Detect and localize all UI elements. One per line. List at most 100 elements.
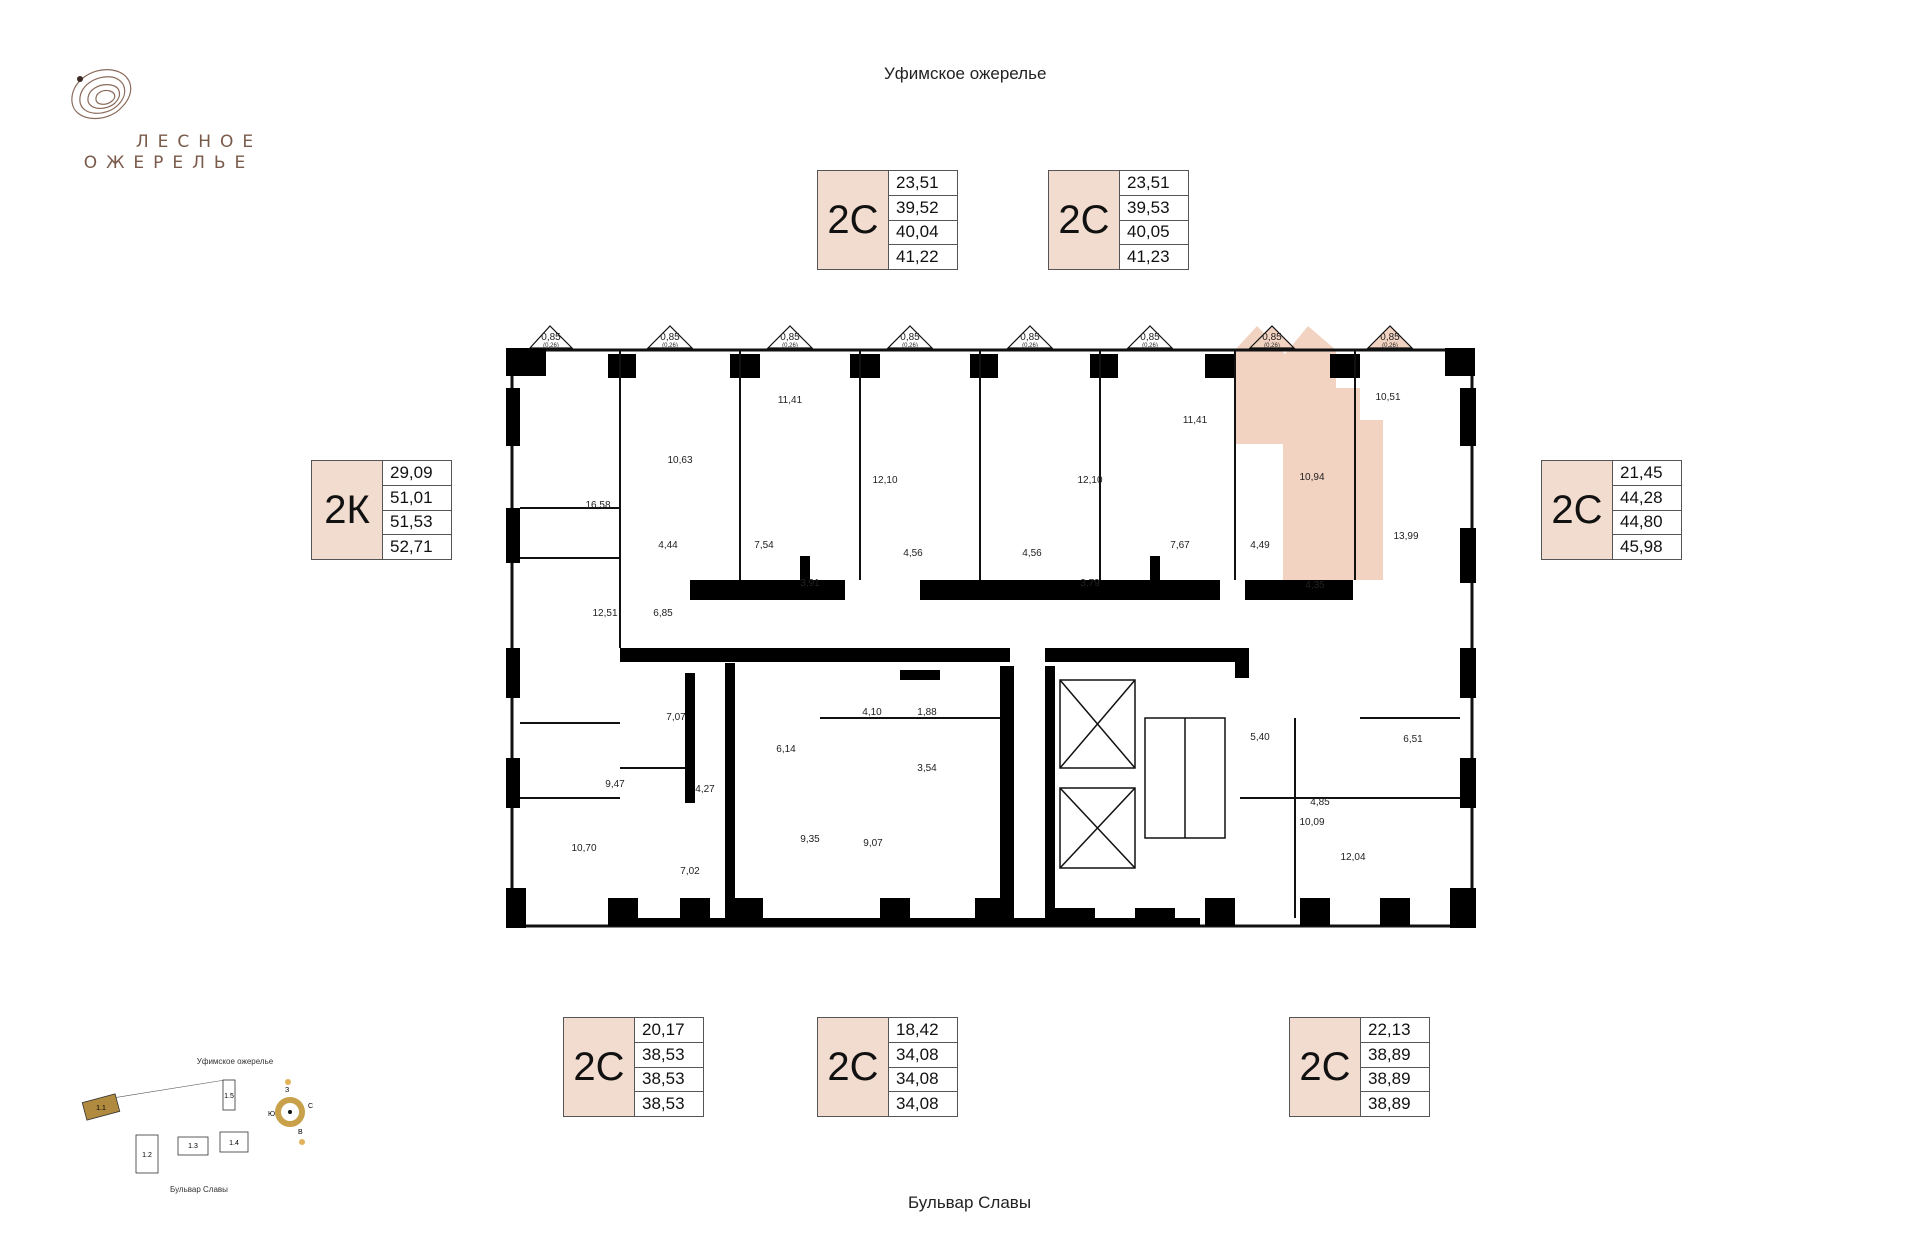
room-area: 7,67 — [1170, 540, 1190, 551]
minimap-section: 1.1 — [96, 1105, 106, 1112]
site-minimap-drawing: Уфимское ожерелье 1.1 1.2 1.3 1.4 1.5 Бу… — [81, 1057, 313, 1194]
area-value: 44,28 — [1613, 486, 1681, 511]
room-area: 4,35 — [1305, 580, 1325, 591]
minimap-section: 1.2 — [142, 1152, 152, 1159]
room-area: 3,79 — [1080, 578, 1100, 589]
area-value: 20,17 — [635, 1018, 703, 1043]
room-area: 12,10 — [872, 475, 897, 486]
room-area: 6,85 — [653, 608, 673, 619]
apartment-card-bottom-1[interactable]: 2С 20,17 38,53 38,53 38,53 — [563, 1017, 704, 1117]
street-top-label: Уфимское ожерелье — [884, 64, 1047, 83]
compass-west: З — [285, 1087, 289, 1094]
apartment-type: 2С — [1048, 170, 1120, 270]
room-area: 10,70 — [571, 843, 596, 854]
compass-south: Ю — [268, 1111, 275, 1118]
room-area: 10,63 — [667, 455, 692, 466]
area-value: 34,08 — [889, 1068, 957, 1093]
balcony-sub: (0,26) — [662, 343, 678, 349]
room-area: 4,44 — [658, 540, 678, 551]
area-value: 44,80 — [1613, 511, 1681, 536]
room-area: 6,14 — [776, 744, 796, 755]
balcony-area: 0,85 — [900, 332, 920, 343]
apartment-card-top-left[interactable]: 2С 23,51 39,52 40,04 41,22 — [817, 170, 958, 270]
area-value: 23,51 — [1120, 171, 1188, 196]
balcony-sub: (0,26) — [902, 343, 918, 349]
area-value: 23,51 — [889, 171, 957, 196]
area-value: 41,22 — [896, 247, 939, 267]
apartment-type: 2К — [311, 460, 383, 560]
room-area: 10,94 — [1299, 472, 1324, 483]
room-area: 4,85 — [1310, 797, 1330, 808]
area-value: 52,71 — [390, 537, 433, 557]
area-value: 41,23 — [1127, 247, 1170, 267]
apartment-card-right[interactable]: 2С 21,45 44,28 44,80 45,98 — [1541, 460, 1682, 560]
minimap-section: 1.3 — [188, 1143, 198, 1150]
room-area: 16,58 — [585, 500, 610, 511]
room-area: 7,07 — [666, 712, 686, 723]
area-value: 29,09 — [383, 461, 451, 486]
apartment-card-top-right[interactable]: 2С 23,51 39,53 40,05 41,23 — [1048, 170, 1189, 270]
balconies — [528, 325, 1414, 349]
area-value: 39,53 — [1120, 196, 1188, 221]
room-area: 11,41 — [1183, 415, 1208, 426]
area-value: 38,53 — [635, 1068, 703, 1093]
floor-plan: 16,58 10,63 11,41 12,10 12,10 11,41 10,9… — [500, 318, 1480, 940]
room-area: 9,47 — [605, 779, 625, 790]
balcony-sub: (0,26) — [543, 343, 559, 349]
highlighted-apartment[interactable] — [1235, 326, 1383, 600]
balcony-sub: (0,26) — [1264, 343, 1280, 349]
brand-line2: ОЖЕРЕЛЬЕ — [83, 153, 255, 173]
area-value: 45,98 — [1620, 537, 1663, 557]
room-area: 3,91 — [800, 578, 820, 589]
apartment-card-bottom-2[interactable]: 2С 18,42 34,08 34,08 34,08 — [817, 1017, 958, 1117]
room-area: 10,09 — [1299, 817, 1324, 828]
apartment-type: 2С — [1289, 1017, 1361, 1117]
balcony-area: 0,85 — [1140, 332, 1160, 343]
room-area: 7,54 — [754, 540, 774, 551]
apartment-card-left[interactable]: 2К 29,09 51,01 51,53 52,71 — [311, 460, 452, 560]
balcony-area: 0,85 — [541, 332, 561, 343]
room-area: 9,07 — [863, 838, 883, 849]
apartment-type: 2С — [817, 1017, 889, 1117]
area-value: 40,04 — [889, 221, 957, 246]
brand-logo: ЛЕСНОЕ ОЖЕРЕЛЬЕ — [62, 62, 292, 182]
area-value: 38,53 — [635, 1043, 703, 1068]
room-area: 11,41 — [778, 395, 803, 406]
room-area: 7,02 — [680, 866, 700, 877]
balcony-area: 0,85 — [1262, 332, 1282, 343]
area-value: 34,08 — [896, 1094, 939, 1114]
area-value: 34,08 — [889, 1043, 957, 1068]
apartment-type: 2С — [1541, 460, 1613, 560]
room-area: 4,49 — [1250, 540, 1270, 551]
room-area: 1,88 — [917, 707, 937, 718]
room-area: 12,04 — [1340, 852, 1365, 863]
room-area: 3,54 — [917, 763, 937, 774]
area-value: 21,45 — [1613, 461, 1681, 486]
balcony-area: 0,85 — [1380, 332, 1400, 343]
minimap-section: 1.4 — [229, 1140, 239, 1147]
area-value: 40,05 — [1120, 221, 1188, 246]
room-area: 13,99 — [1393, 531, 1418, 542]
balcony-sub: (0,26) — [782, 343, 798, 349]
area-value: 51,01 — [383, 486, 451, 511]
compass-icon: З Ю С В — [268, 1079, 313, 1145]
compass-north: С — [308, 1103, 313, 1110]
area-value: 51,53 — [383, 511, 451, 536]
room-area: 9,35 — [800, 834, 820, 845]
minimap-section: 1.5 — [224, 1093, 234, 1100]
apartment-card-bottom-3[interactable]: 2С 22,13 38,89 38,89 38,89 — [1289, 1017, 1430, 1117]
area-value: 18,42 — [889, 1018, 957, 1043]
room-area: 4,10 — [862, 707, 882, 718]
room-area: 4,56 — [1022, 548, 1042, 559]
logo-rings-icon — [71, 69, 132, 120]
area-value: 22,13 — [1361, 1018, 1429, 1043]
room-area: 4,56 — [903, 548, 923, 559]
street-bottom-label: Бульвар Славы — [908, 1193, 1032, 1212]
room-area: 5,40 — [1250, 732, 1270, 743]
apartment-type: 2С — [817, 170, 889, 270]
compass-east: В — [298, 1129, 303, 1136]
brand-line1: ЛЕСНОЕ — [135, 132, 263, 152]
area-value: 38,89 — [1361, 1068, 1429, 1093]
site-minimap[interactable]: Уфимское ожерелье 1.1 1.2 1.3 1.4 1.5 Бу… — [70, 1050, 330, 1205]
minimap-street-top: Уфимское ожерелье — [197, 1057, 274, 1066]
